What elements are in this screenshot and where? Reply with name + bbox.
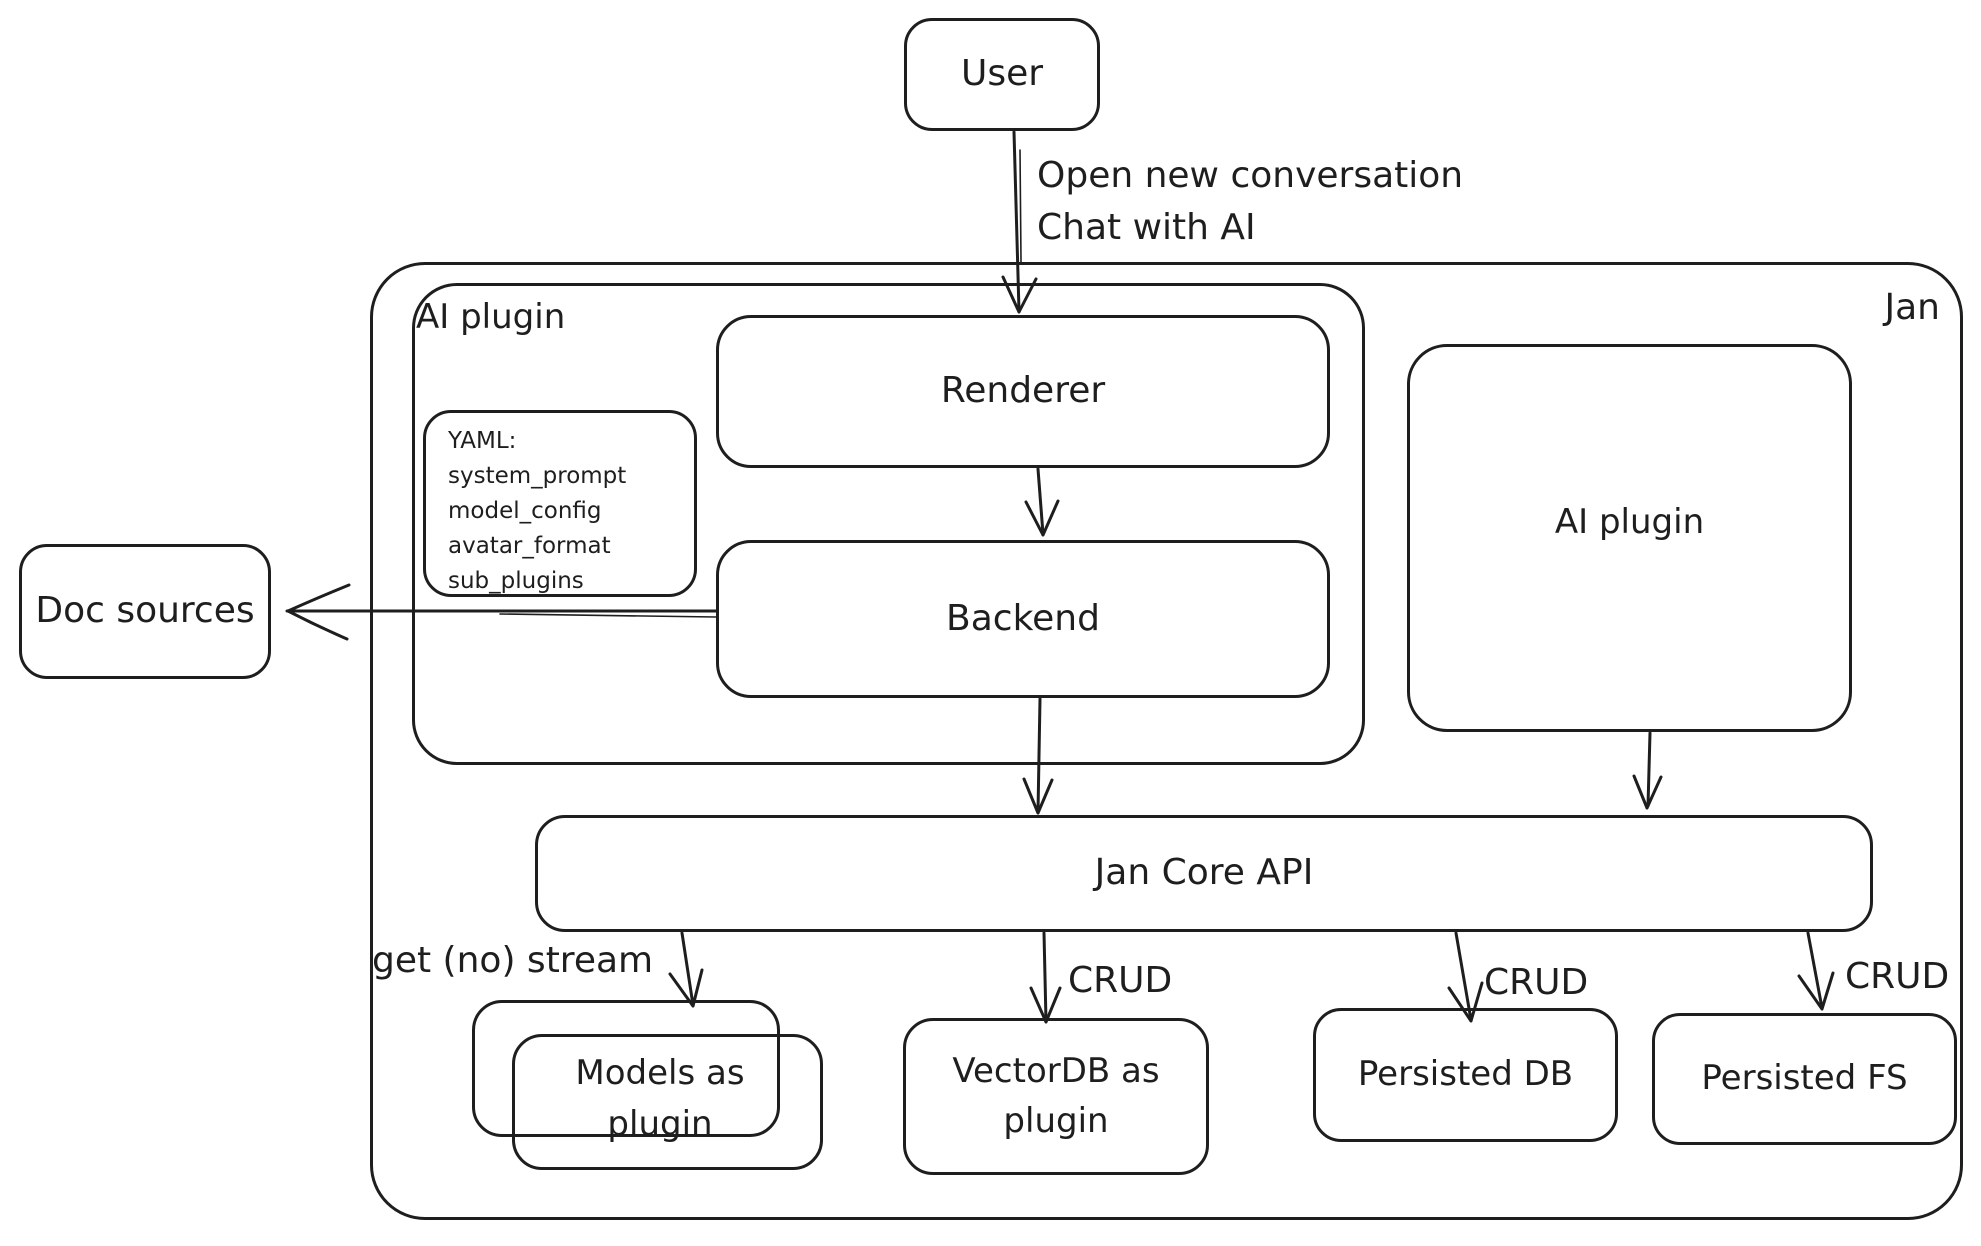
edge-label-user-flow: Open new conversation Chat with AI [1037, 150, 1463, 254]
yaml-note-line: YAML: [448, 428, 517, 454]
yaml-note-box [423, 410, 697, 597]
edge-label-user-flow-line2: Chat with AI [1037, 207, 1256, 249]
yaml-note-line: system_prompt [448, 463, 627, 489]
node-persisted-fs-label: Persisted FS [1701, 1058, 1908, 1099]
yaml-note-line: avatar_format [448, 533, 611, 559]
node-vectordb-as-plugin-label: VectorDB as plugin [952, 1051, 1160, 1141]
node-vectordb-as-plugin: VectorDB as plugin [903, 1018, 1209, 1175]
edge-label-get-no-stream: get (no) stream [372, 940, 654, 981]
yaml-note-line: model_config [448, 498, 602, 524]
node-jan-core-api-label: Jan Core API [1094, 852, 1314, 894]
node-models-as-plugin-label: Models as plugin [575, 1053, 745, 1144]
edge-label-crud-persisted-fs: CRUD [1845, 956, 1950, 997]
edge-label-crud-persisted-db: CRUD [1484, 962, 1589, 1003]
node-persisted-db-label: Persisted DB [1357, 1054, 1574, 1095]
edge-label-crud-vectordb: CRUD [1068, 960, 1173, 1001]
node-doc-sources: Doc sources [19, 544, 271, 679]
ai-plugin-group-label: AI plugin [416, 297, 566, 337]
node-ai-plugin: AI plugin [1407, 344, 1852, 732]
jan-container-label: Jan [1884, 287, 1941, 328]
node-doc-sources-label: Doc sources [35, 590, 255, 632]
yaml-note-text: YAML: system_prompt model_config avatar_… [448, 424, 626, 599]
node-renderer-label: Renderer [940, 370, 1106, 412]
node-user-label: User [960, 53, 1044, 95]
yaml-note-line: sub_plugins [448, 568, 584, 594]
node-ai-plugin-label: AI plugin [1554, 502, 1705, 543]
node-user: User [904, 18, 1100, 131]
node-persisted-db: Persisted DB [1313, 1008, 1618, 1142]
node-persisted-fs: Persisted FS [1652, 1013, 1957, 1145]
edge-label-user-flow-line1: Open new conversation [1037, 155, 1464, 196]
node-backend: Backend [716, 540, 1330, 698]
node-jan-core-api: Jan Core API [535, 815, 1873, 932]
node-models-as-plugin [512, 1034, 823, 1170]
node-models-as-plugin-back [472, 1000, 780, 1137]
ai-plugin-group-box [412, 283, 1365, 765]
jan-container-box [370, 262, 1963, 1220]
node-renderer: Renderer [716, 315, 1330, 468]
node-backend-label: Backend [946, 597, 1100, 639]
